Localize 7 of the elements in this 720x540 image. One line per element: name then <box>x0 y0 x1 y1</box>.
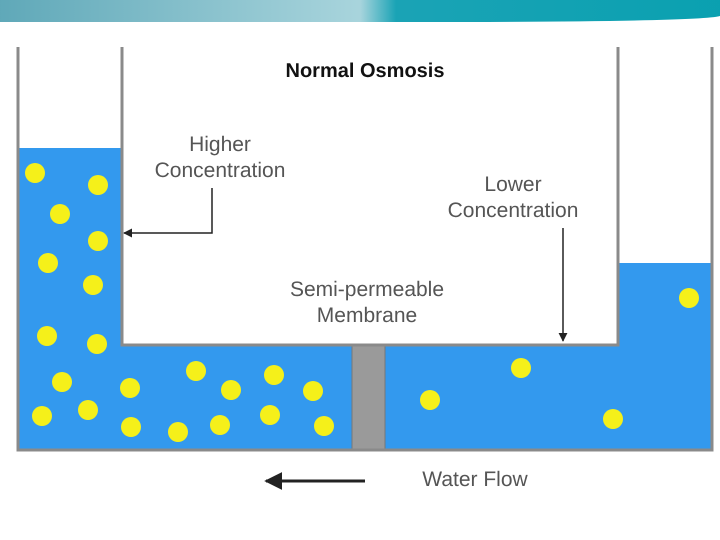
title: Normal Osmosis <box>284 59 446 84</box>
flow-label: Water Flow <box>421 467 529 493</box>
membrane-label: Semi-permeable Membrane <box>288 277 446 329</box>
leader-arrow <box>123 188 213 238</box>
concentration-label: Higher Concentration <box>154 132 286 184</box>
leader-arrow <box>558 228 568 342</box>
concentration-label: Lower Concentration <box>446 172 580 224</box>
